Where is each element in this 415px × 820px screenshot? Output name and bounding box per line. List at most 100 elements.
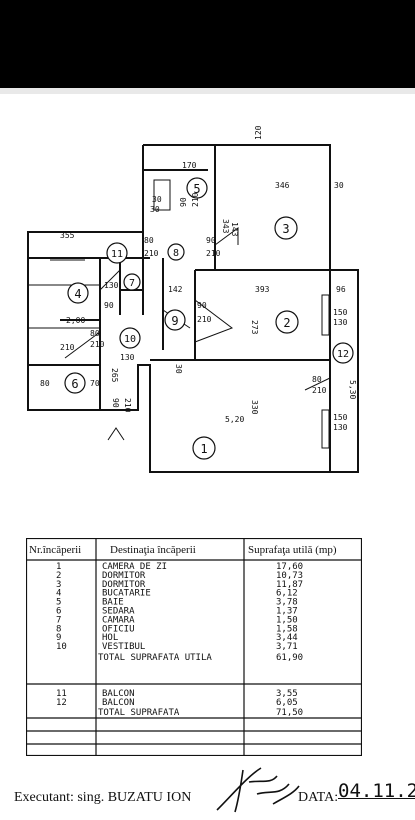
room-label-2: 2	[283, 316, 290, 330]
door-swing	[304, 377, 331, 391]
door-swing	[99, 269, 121, 291]
north-arrow-icon	[107, 427, 125, 441]
table-cell-area: 1,58	[276, 624, 298, 634]
signature	[216, 767, 300, 813]
room-label-6: 6	[71, 377, 78, 391]
table-cell-area: 1,50	[276, 615, 298, 625]
dim-label: 30	[150, 205, 160, 214]
dim-label: 210	[123, 398, 132, 413]
dim-label: 90	[179, 197, 188, 207]
table-cell-destination: BALCON	[102, 698, 135, 708]
table-cell-nr: 7	[56, 615, 61, 625]
dim-label: 70	[90, 379, 100, 388]
room-label-10: 10	[124, 334, 136, 345]
table-cell-destination: DORMITOR	[102, 571, 146, 581]
table-cell-nr: 5	[56, 598, 61, 608]
dim-label: 346	[275, 181, 290, 190]
dim-label: 130	[333, 318, 348, 327]
dim-label: 210	[197, 315, 212, 324]
footer: Executant: sing. BUZATU ION DATA: 04.11.…	[0, 767, 415, 820]
dim-label: 130	[120, 353, 135, 362]
dim-label: 96	[336, 285, 346, 294]
dim-label: 80	[40, 379, 50, 388]
dim-label: 210	[90, 340, 105, 349]
dim-label: 210	[312, 386, 327, 395]
dim-label: 393	[255, 285, 270, 294]
dim-label: 210	[144, 249, 159, 258]
room-label-5: 5	[193, 182, 200, 196]
dim-label: 120	[254, 125, 263, 140]
table-cell-destination: CAMARA	[102, 615, 135, 625]
dim-label: 273	[250, 320, 259, 335]
dim-label: 30	[174, 364, 183, 374]
table-cell-area: 3,44	[276, 633, 298, 643]
room-label-12: 12	[337, 349, 349, 360]
date-value: 04.11.2	[338, 780, 415, 802]
dim-label: 5,30	[348, 380, 357, 399]
room-label-4: 4	[74, 287, 81, 301]
dim-label: 330	[250, 400, 259, 415]
area-table: Nr.încăperii Destinaţia încăperii Supraf…	[25, 537, 363, 757]
floor-plan: 1 2 3 4 5 6 7 8 9 10 11 12 120 170 346 3…	[0, 110, 415, 490]
table-cell-area: 61,90	[276, 653, 303, 663]
dim-label: 5,20	[225, 415, 244, 424]
table-cell-destination: TOTAL SUPRAFATA	[98, 708, 180, 718]
table-header-destination: Destinaţia încăperii	[110, 544, 196, 556]
dim-label: 90	[111, 398, 120, 408]
table-cell-nr: 6	[56, 607, 61, 617]
table-cell-area: 1,37	[276, 607, 298, 617]
table-cell-nr: 2	[56, 571, 61, 581]
room-label-9: 9	[171, 314, 178, 328]
dim-label: 90	[206, 236, 216, 245]
dim-label: 210	[206, 249, 221, 258]
door-swing	[194, 299, 234, 343]
dim-label: 130	[333, 423, 348, 432]
table-cell-nr: 1	[56, 562, 61, 572]
scan-top-black-band	[0, 0, 415, 88]
dim-label: 210	[191, 192, 200, 207]
table-cell-nr: 4	[56, 589, 61, 599]
dim-label: 170	[182, 161, 197, 170]
table-cell-area: 3,71	[276, 642, 298, 652]
table-cell-area: 3,78	[276, 598, 298, 608]
table-cell-nr: 9	[56, 633, 61, 643]
door-swing	[64, 331, 101, 359]
window	[321, 294, 330, 336]
table-cell-area: 3,55	[276, 689, 298, 699]
table-cell-destination: OFICIU	[102, 624, 135, 634]
table-cell-destination: SEDARA	[102, 607, 135, 617]
scan-edge	[0, 88, 415, 94]
table-cell-nr: 12	[56, 698, 67, 708]
table-cell-destination: BALCON	[102, 689, 135, 699]
table-header-nr: Nr.încăperii	[29, 544, 81, 556]
table-cell-area: 6,12	[276, 589, 298, 599]
table-cell-area: 71,50	[276, 708, 303, 718]
dim-label: 150	[333, 308, 348, 317]
dim-label: 210	[60, 343, 75, 352]
room-label-8: 8	[173, 248, 179, 259]
dim-label: 80	[90, 329, 100, 338]
table-cell-area: 6,05	[276, 698, 298, 708]
window	[321, 409, 330, 449]
table-cell-destination: VESTIBUL	[102, 642, 145, 652]
dim-label: 80	[144, 236, 154, 245]
table-cell-destination: TOTAL SUPRAFATA UTILA	[98, 653, 212, 663]
table-cell-nr: 11	[56, 689, 67, 699]
bath-fixture	[153, 179, 171, 211]
table-header-area: Suprafaţa utilă (mp)	[248, 544, 337, 556]
dim-label: 150	[333, 413, 348, 422]
dim-label: 90	[197, 301, 207, 310]
dim-label: 355	[60, 231, 75, 240]
dim-label: 143	[230, 222, 239, 237]
table-cell-area: 11,87	[276, 580, 303, 590]
dim-label: 80	[312, 375, 322, 384]
date-label: DATA:	[298, 790, 339, 805]
dim-label: 30	[334, 181, 344, 190]
executant-label: Executant: sing. BUZATU ION	[14, 790, 192, 805]
table-cell-area: 17,60	[276, 562, 303, 572]
door-swing	[214, 227, 239, 246]
room-label-7: 7	[129, 278, 135, 289]
dim-label: 343	[221, 219, 230, 234]
room-label-1: 1	[200, 442, 207, 456]
dim-label: 130	[104, 281, 119, 290]
